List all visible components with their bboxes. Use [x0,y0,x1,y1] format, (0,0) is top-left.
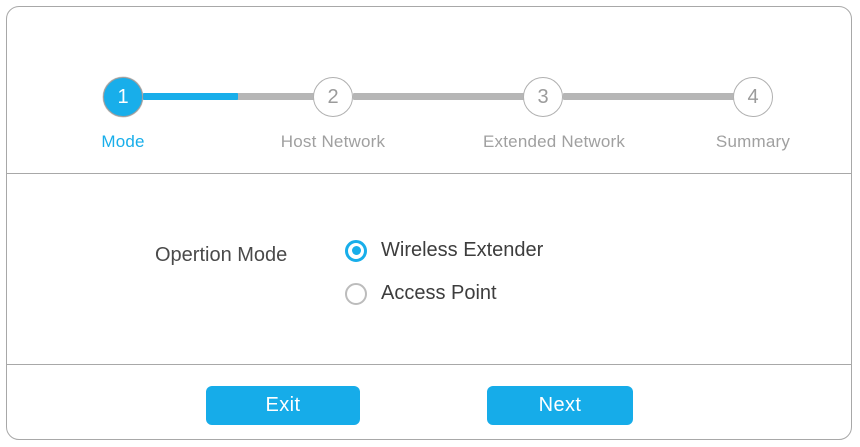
radio-checked-icon[interactable] [345,239,367,262]
wizard-footer: Exit Next [7,365,851,439]
step-connector-1-2 [143,93,333,100]
step-number-1: 1 [117,86,129,108]
wizard-step-1-mode[interactable]: 1 Mode [63,77,183,152]
operation-mode-field: Opertion Mode Wireless Extender Access P… [155,239,543,305]
wizard-stepper-section: 1 Mode 2 Host Network 3 Extended Network… [7,7,851,173]
radio-label-wireless-extender: Wireless Extender [381,239,544,261]
step-connector-2-3 [353,93,543,100]
step-label-host-network: Host Network [280,132,386,151]
step-connector-3-4 [563,93,753,100]
wizard-step-3-extended-network[interactable]: 3 Extended Network [483,77,626,152]
next-button[interactable]: Next [487,386,633,425]
wizard-step-2-host-network[interactable]: 2 Host Network [273,77,393,152]
step-number-badge-2: 2 [313,77,353,117]
wizard-form-body: Opertion Mode Wireless Extender Access P… [7,174,851,364]
step-number-3: 3 [537,86,549,108]
step-connector-progress-fill [143,93,238,100]
step-number-badge-1: 1 [103,77,143,117]
exit-button[interactable]: Exit [206,386,360,425]
step-number-4: 4 [747,86,759,108]
wizard-stepper: 1 Mode 2 Host Network 3 Extended Network… [7,7,851,173]
radio-unchecked-icon[interactable] [345,282,367,305]
operation-mode-radio-group: Wireless Extender Access Point [345,239,543,305]
radio-label-access-point: Access Point [381,282,497,304]
step-label-mode: Mode [101,132,145,151]
step-number-badge-3: 3 [523,77,563,117]
operation-mode-label: Opertion Mode [155,244,288,266]
step-label-summary: Summary [715,132,791,151]
step-number-badge-4: 4 [733,77,773,117]
radio-option-wireless-extender[interactable]: Wireless Extender [345,239,543,262]
stepper-divider [7,173,851,174]
step-number-2: 2 [327,86,339,108]
footer-divider [7,364,851,365]
radio-option-access-point[interactable]: Access Point [345,282,543,305]
step-label-extended-network: Extended Network [483,132,626,151]
wizard-step-4-summary[interactable]: 4 Summary [693,77,813,152]
setup-wizard-card: 1 Mode 2 Host Network 3 Extended Network… [6,6,852,440]
